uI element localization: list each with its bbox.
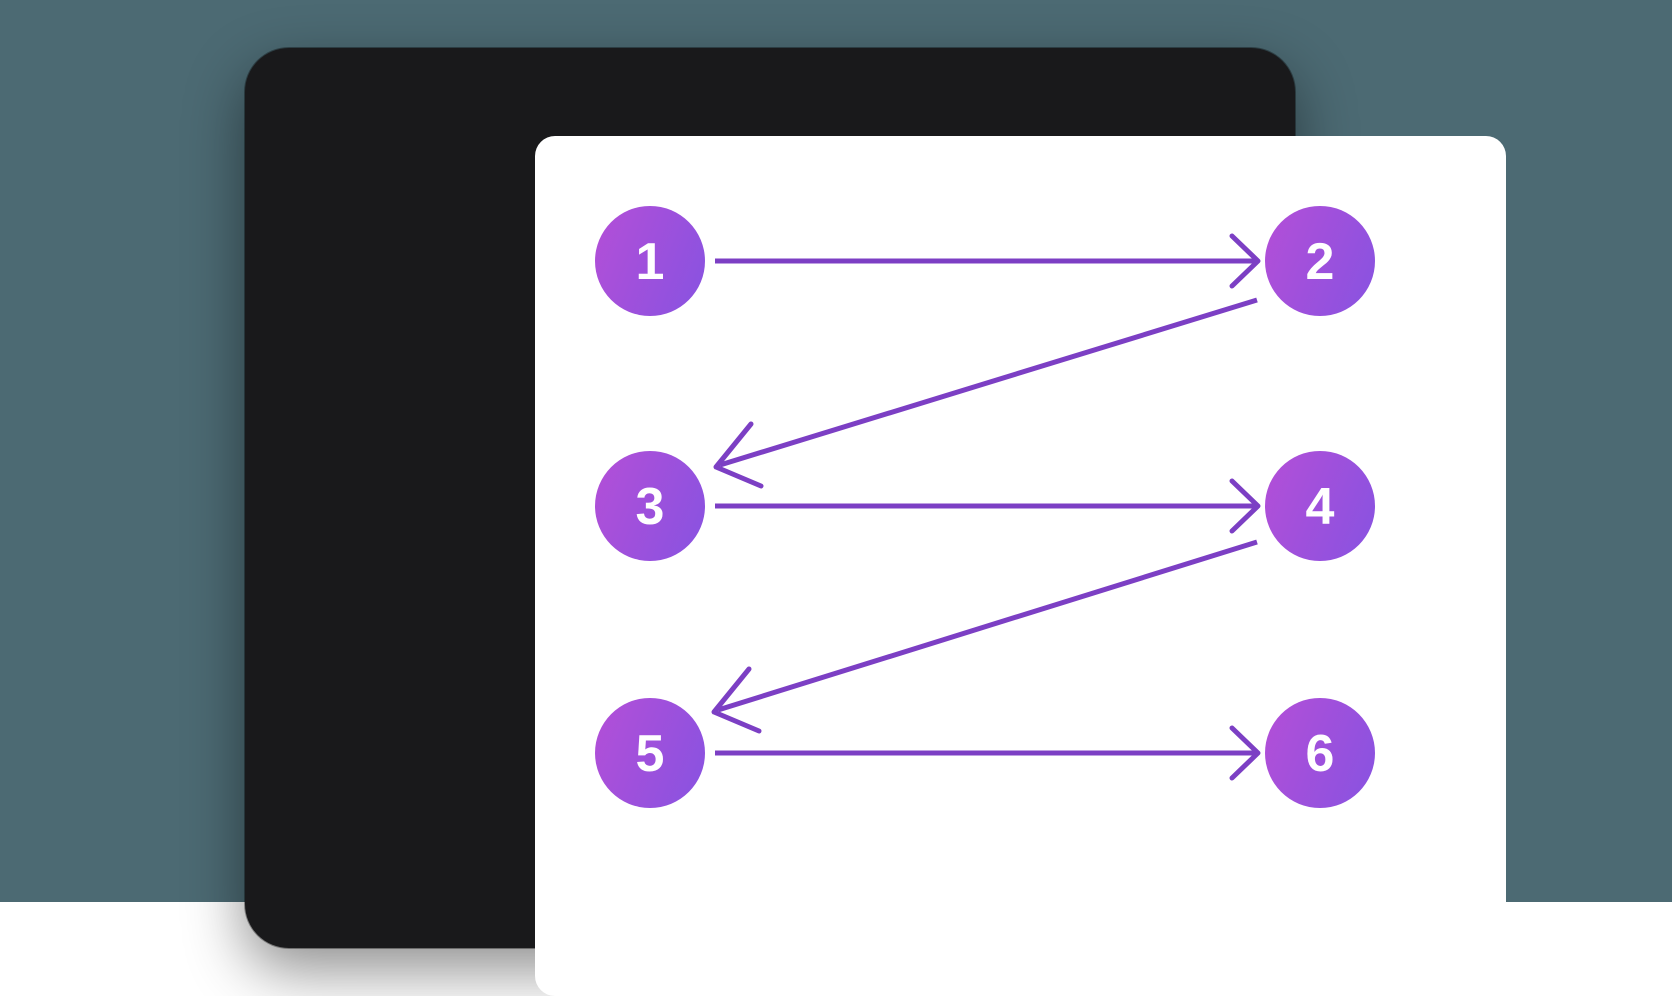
device-screen: 1 2 3 4 bbox=[535, 136, 1506, 996]
edge-1-to-2-arrowhead-icon bbox=[1229, 233, 1261, 289]
graph-node-6-label: 6 bbox=[1306, 725, 1335, 783]
graph-node-4[interactable]: 4 bbox=[1265, 451, 1375, 561]
graph-node-6[interactable]: 6 bbox=[1265, 698, 1375, 808]
nodes-layer: 1 2 3 4 bbox=[595, 206, 1375, 808]
edge-3-to-4-arrowhead-icon bbox=[1229, 478, 1261, 534]
edge-4-to-5[interactable] bbox=[711, 539, 1258, 734]
graph-node-5-label: 5 bbox=[636, 725, 665, 783]
graph-node-1-label: 1 bbox=[636, 233, 665, 291]
edge-2-to-3-arrowhead-icon bbox=[713, 421, 764, 489]
graph-node-1[interactable]: 1 bbox=[595, 206, 705, 316]
edge-1-to-2[interactable] bbox=[715, 233, 1261, 289]
node-link-diagram: 1 2 3 4 bbox=[595, 206, 1375, 808]
graph-node-5[interactable]: 5 bbox=[595, 698, 705, 808]
graph-node-1-circle bbox=[595, 206, 705, 316]
graph-node-5-circle bbox=[595, 698, 705, 808]
edge-2-to-3[interactable] bbox=[713, 297, 1258, 489]
edge-5-to-6-arrowhead-icon bbox=[1229, 725, 1261, 781]
edge-5-to-6[interactable] bbox=[715, 725, 1261, 781]
edge-4-to-5-arrowhead-icon bbox=[711, 666, 762, 734]
screenshot-stage: 1 2 3 4 bbox=[0, 0, 1672, 948]
graph-node-3-label: 3 bbox=[636, 478, 665, 536]
graph-node-3[interactable]: 3 bbox=[595, 451, 705, 561]
edges-layer bbox=[711, 233, 1261, 781]
edge-2-to-3-line bbox=[719, 297, 1258, 468]
graph-node-2[interactable]: 2 bbox=[1265, 206, 1375, 316]
graph-node-4-circle bbox=[1265, 451, 1375, 561]
edge-4-to-5-line bbox=[717, 539, 1258, 713]
graph-node-4-label: 4 bbox=[1306, 478, 1335, 536]
graph-node-3-circle bbox=[595, 451, 705, 561]
graph-node-2-circle bbox=[1265, 206, 1375, 316]
graph-node-6-circle bbox=[1265, 698, 1375, 808]
graph-node-2-label: 2 bbox=[1306, 233, 1335, 291]
device-frame-bezel: 1 2 3 4 bbox=[245, 48, 1506, 996]
edge-3-to-4[interactable] bbox=[715, 478, 1261, 534]
